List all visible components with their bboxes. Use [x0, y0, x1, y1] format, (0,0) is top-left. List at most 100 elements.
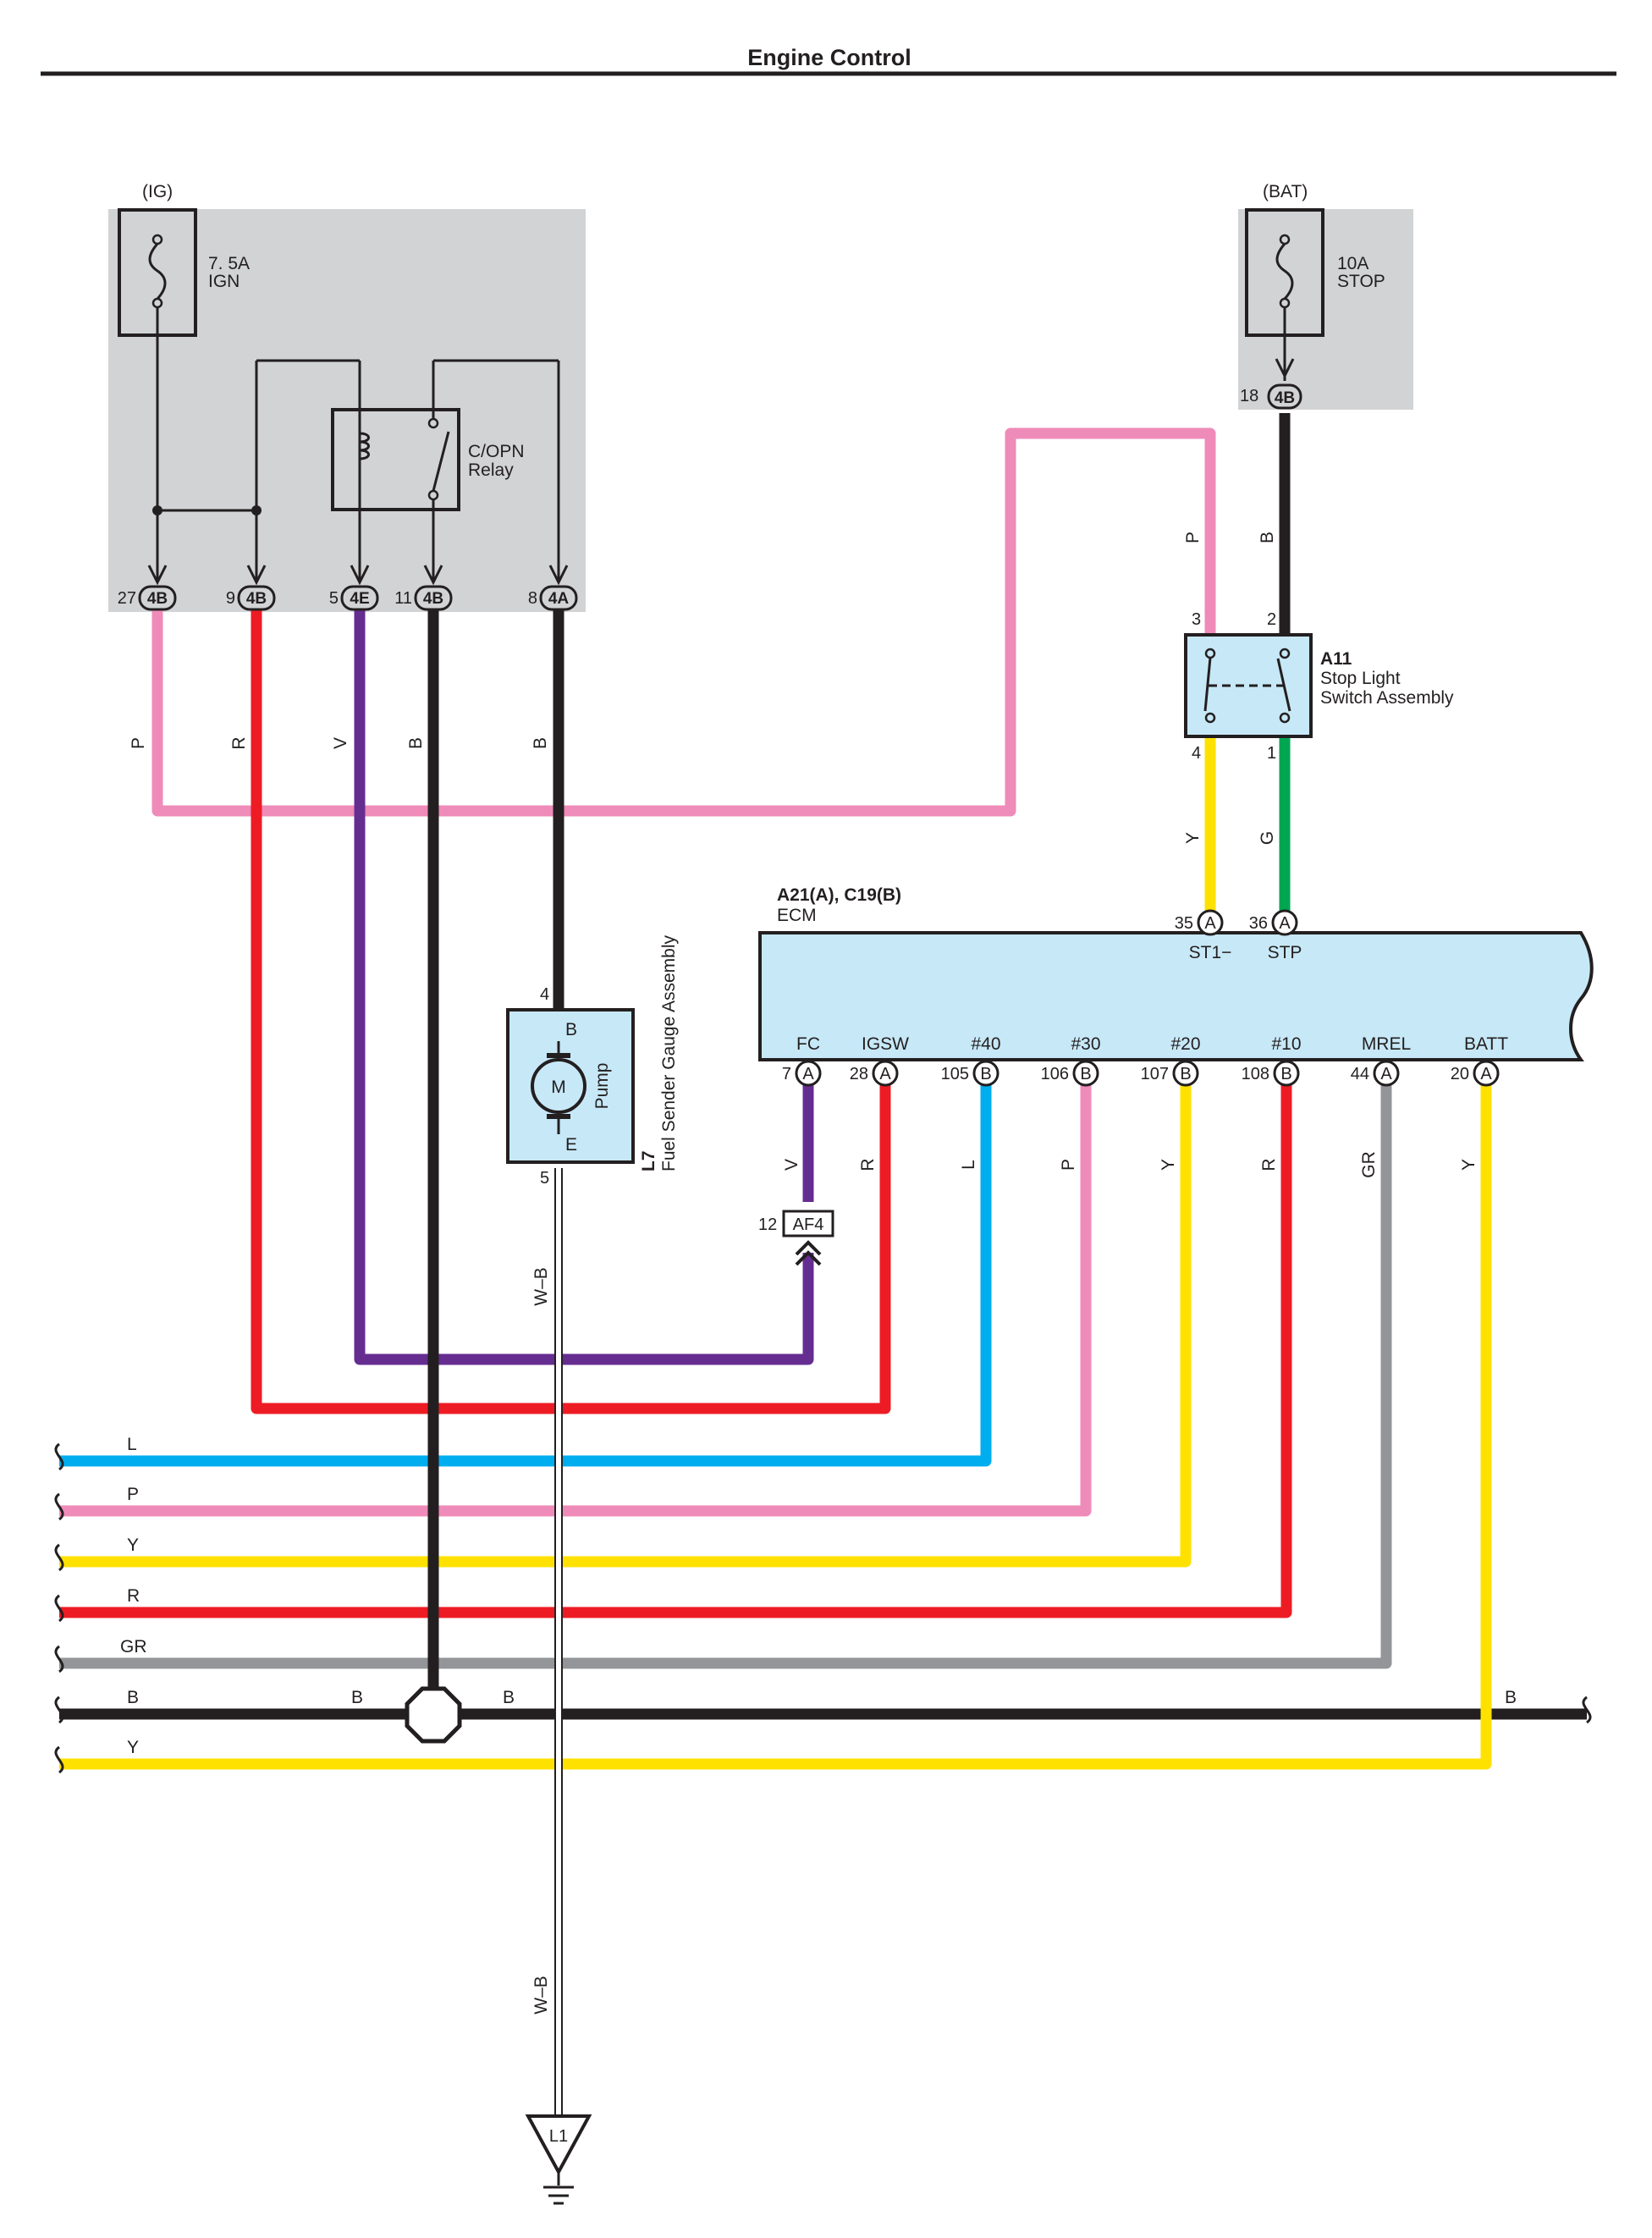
pump-term-top: B	[565, 1020, 577, 1039]
wire-label: GR	[120, 1637, 147, 1656]
wire-label: B	[531, 737, 550, 749]
pump-label: Pump	[592, 1063, 612, 1110]
wire-label: B	[127, 1688, 139, 1707]
bus-wire-l	[59, 1083, 992, 1467]
ecm-bottom-pin-row: A7FCA28IGSWB105#40B106#30B107#20B108#10A…	[782, 1034, 1508, 1087]
ig-connector-pin: 5	[329, 589, 339, 608]
wire-label: W–B	[531, 1976, 551, 2015]
ecm-bottom-pin-conn: B	[980, 1065, 991, 1083]
ig-connector: 4B 11	[394, 565, 453, 611]
wire-label: G	[1258, 831, 1277, 845]
fuel-pump	[506, 1008, 635, 1164]
fuse-bat-name: STOP	[1337, 272, 1385, 291]
ecm-top-pin-conn: A	[1204, 914, 1216, 933]
ig-connector-code: 4B	[246, 590, 267, 608]
bat-connector-pin: 18	[1240, 387, 1258, 405]
switch-pin-1: 1	[1267, 744, 1276, 763]
ig-connector: 4B 9	[226, 565, 276, 611]
wire-label: P	[1059, 1159, 1078, 1171]
ecm-bottom-pin-number: 28	[850, 1065, 868, 1083]
ecm-codes: A21(A), C19(B)	[777, 885, 901, 905]
motor-icon	[531, 1058, 586, 1114]
bat-junction-block	[1238, 209, 1413, 410]
ig-connector-code: 4B	[423, 590, 443, 608]
wire-label: L	[959, 1160, 978, 1170]
ecm-bottom-pin-label: MREL	[1362, 1034, 1411, 1054]
wire-label: B	[406, 737, 426, 749]
ecm-bottom-pin-number: 108	[1242, 1065, 1269, 1083]
pump-pin-top: 4	[540, 985, 549, 1004]
switch-pin-4: 4	[1192, 744, 1201, 763]
ig-connector-pin: 9	[226, 589, 235, 608]
fuse-ig-rating: 7. 5A	[208, 254, 250, 273]
pump-code: L7	[639, 1150, 658, 1171]
bus-wire-gr	[59, 1083, 1392, 1669]
ecm-bottom-pin-label: #40	[971, 1034, 1000, 1054]
ground-symbol	[525, 2114, 592, 2205]
bat-connector	[1267, 358, 1302, 410]
bat-connector-code: 4B	[1275, 389, 1295, 407]
ig-connector: 4B 27	[118, 565, 177, 611]
ecm-top-pin-number: 35	[1175, 914, 1193, 933]
ecm-top-pin-number: 36	[1249, 914, 1268, 933]
ecm-bottom-pin-conn: A	[1480, 1065, 1492, 1083]
ig-connector-pin: 8	[528, 589, 537, 608]
wire-label-group: P R V B B P B Y G V R L P Y R GR Y W–B W…	[120, 532, 1517, 2015]
pump-pin-bottom: 5	[540, 1169, 549, 1188]
ig-connector-code: 4A	[548, 590, 570, 608]
wire-label: B	[1258, 532, 1277, 543]
wire-label: Y	[1159, 1159, 1178, 1171]
wire-label: P	[127, 1485, 139, 1504]
ecm-bottom-pin-label: #10	[1271, 1034, 1301, 1054]
ecm-bottom-pin-label: FC	[796, 1034, 820, 1054]
ecm-bottom-pin-number: 106	[1041, 1065, 1069, 1083]
af4-connector	[782, 1210, 834, 1266]
wire-label: Y	[1459, 1159, 1479, 1171]
bus-break-marks-left	[54, 1442, 64, 1774]
pump-term-bottom: E	[565, 1135, 577, 1155]
wire-label: Y	[127, 1738, 139, 1757]
splice-dot	[251, 505, 262, 515]
ecm-bottom-pin-label: #20	[1170, 1034, 1200, 1054]
ig-connector-pin: 27	[118, 589, 136, 608]
ground-code: L1	[549, 2127, 568, 2146]
ecm-bottom-pin-conn: B	[1180, 1065, 1191, 1083]
wire-p-ig	[151, 427, 1216, 817]
wire-label: W–B	[531, 1267, 551, 1306]
ecm-bottom-pin: B 108#10	[1242, 1034, 1302, 1087]
ecm-bottom-pin-conn: B	[1080, 1065, 1091, 1083]
af4-pin: 12	[758, 1215, 777, 1234]
wire-label: R	[127, 1586, 140, 1606]
bus-wire-y2	[59, 1083, 1492, 1770]
ecm-bottom-pin-label: #30	[1071, 1034, 1100, 1054]
wire-label: B	[351, 1688, 363, 1707]
pump-name: Fuel Sender Gauge Assembly	[659, 935, 679, 1171]
ig-connector-pin: 11	[394, 589, 412, 608]
relay-c-opn	[331, 408, 460, 511]
fuse-ign	[118, 208, 197, 337]
ecm-bottom-pin-conn: A	[1380, 1065, 1392, 1083]
ecm-bottom-pin-conn: B	[1280, 1065, 1291, 1083]
wire-v-ig	[354, 608, 814, 1365]
af4-code: AF4	[793, 1215, 824, 1234]
page-title: Engine Control	[747, 45, 911, 70]
ig-connector-code: 4B	[147, 590, 168, 608]
stop-light-switch	[1184, 633, 1313, 738]
ecm-bottom-pin-conn: A	[879, 1065, 891, 1083]
ig-connector-code: 4E	[350, 590, 369, 608]
ecm-name: ECM	[777, 906, 817, 925]
ig-connector: 4E 5	[329, 565, 379, 611]
ecm-bottom-pin-number: 20	[1451, 1065, 1469, 1083]
relay-label-line2: Relay	[468, 460, 514, 480]
ecm-bottom-pin-conn: A	[802, 1065, 814, 1083]
fuse-bat-supply-label: (BAT)	[1263, 182, 1308, 201]
ecm-body	[758, 931, 1594, 1061]
splice-octagon	[405, 1686, 462, 1744]
wire-label: R	[858, 1158, 878, 1171]
